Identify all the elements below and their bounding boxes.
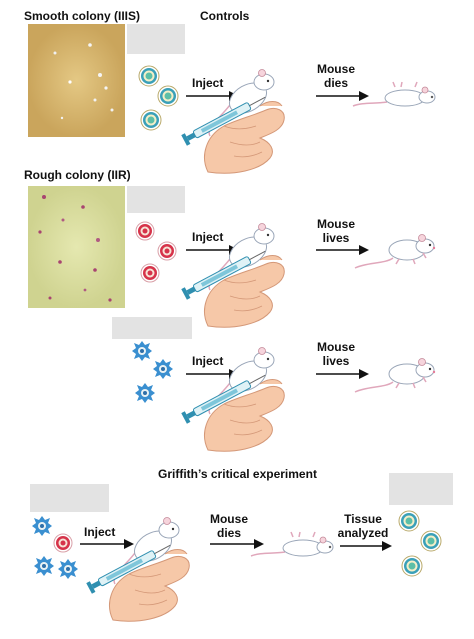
smooth-colony-plate — [28, 24, 125, 137]
label-box-4[interactable] — [30, 484, 109, 512]
inject-label-1: Inject — [192, 76, 224, 90]
mouse-alive-3 — [354, 357, 436, 393]
mouse-alive-2 — [354, 233, 436, 269]
rough-colony-heading: Rough colony (IIR) — [24, 168, 131, 182]
outcome-label-4: Mouse dies — [206, 512, 252, 540]
outcome-line1-2: Mouse — [316, 217, 355, 231]
inject-label-2: Inject — [192, 230, 224, 244]
critical-experiment-heading: Griffith’s critical experiment — [158, 467, 317, 481]
tissue-analyzed-label: Tissue analyzed — [334, 512, 392, 540]
label-box-2[interactable] — [127, 186, 185, 213]
mixed-cells — [32, 516, 78, 579]
outcome-label-1: Mouse dies — [313, 62, 359, 90]
label-box-5[interactable] — [389, 473, 453, 505]
outcome-line2-3: lives — [322, 354, 350, 368]
outcome-line1-4: Mouse — [209, 512, 248, 526]
rough-cells — [135, 221, 177, 283]
rough-colony-plate — [28, 186, 125, 308]
outcome-line2-2: lives — [322, 231, 350, 245]
mouse-dead-4 — [250, 531, 334, 557]
outcome-line1-1: Mouse — [316, 62, 355, 76]
label-box-3[interactable] — [112, 317, 192, 339]
smooth-cells — [138, 65, 179, 131]
smooth-colony-heading: Smooth colony (IIIS) — [24, 9, 140, 23]
outcome-line2-1: dies — [323, 76, 348, 90]
mouse-dead-1 — [352, 81, 436, 107]
outcome-line2-4: dies — [216, 526, 241, 540]
outcome-line1-3: Mouse — [316, 340, 355, 354]
outcome-label-2: Mouse lives — [313, 217, 359, 245]
label-box-1[interactable] — [127, 24, 185, 54]
tissue-line1: Tissue — [344, 512, 382, 526]
tissue-line2: analyzed — [337, 526, 389, 540]
controls-heading: Controls — [200, 9, 250, 23]
heat-killed-cells — [132, 341, 173, 403]
outcome-label-3: Mouse lives — [313, 340, 359, 368]
inject-label-3: Inject — [192, 354, 224, 368]
recovered-smooth-cells — [398, 510, 442, 577]
inject-label-4: Inject — [84, 525, 116, 539]
